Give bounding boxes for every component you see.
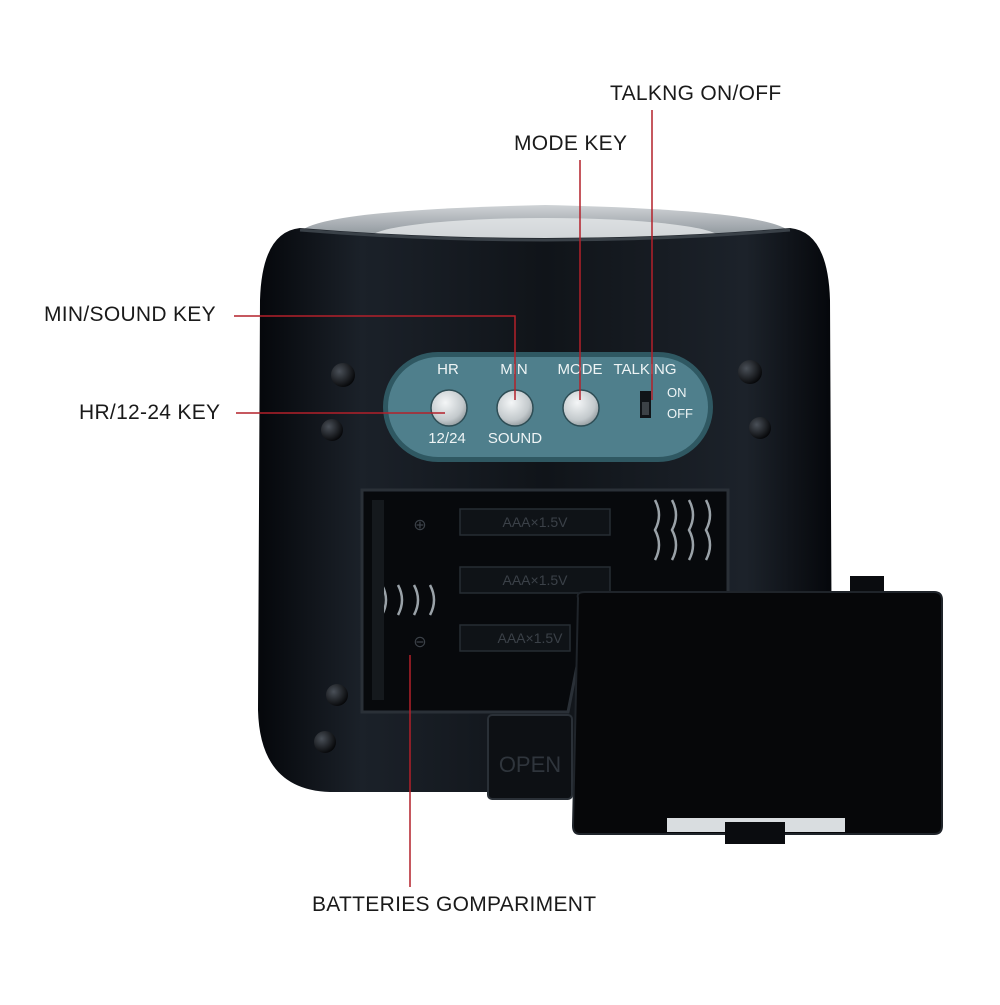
callout-hr-key: HR/12-24 KEY bbox=[79, 401, 221, 424]
battery-slot-label: AAA×1.5V bbox=[498, 630, 564, 646]
latch-label: OPEN bbox=[499, 752, 561, 777]
screw-icon bbox=[314, 731, 336, 753]
battery-contact bbox=[372, 500, 384, 700]
battery-spring-icon bbox=[653, 499, 712, 561]
minus-icon: ⊖ bbox=[413, 634, 426, 651]
callout-battery-compartment: BATTERIES GOMPARIMENT bbox=[312, 893, 597, 916]
panel-label-12-24: 12/24 bbox=[428, 430, 466, 447]
body-rim bbox=[299, 228, 791, 242]
talking-switch-knob[interactable] bbox=[642, 402, 649, 415]
panel-label-on: ON bbox=[667, 385, 687, 400]
screw-icon bbox=[326, 684, 348, 706]
screw-icon bbox=[738, 360, 762, 384]
battery-slot-label: AAA×1.5V bbox=[503, 572, 569, 588]
panel-label-min: MIN bbox=[500, 361, 528, 378]
plus-icon: ⊕ bbox=[413, 517, 426, 534]
cover-clip bbox=[725, 822, 785, 844]
callout-talking-switch: TALKNG ON/OFF bbox=[610, 82, 782, 105]
panel-label-talking: TALKING bbox=[613, 361, 676, 378]
screw-icon bbox=[749, 417, 771, 439]
compartment-latch[interactable] bbox=[487, 714, 573, 800]
screw-icon bbox=[321, 419, 343, 441]
control-panel bbox=[388, 357, 708, 457]
panel-label-sound: SOUND bbox=[488, 430, 542, 447]
battery-slot bbox=[459, 566, 611, 594]
mode-button[interactable] bbox=[562, 389, 600, 427]
battery-slot bbox=[459, 624, 571, 652]
battery-spring-icon bbox=[380, 584, 436, 616]
panel-label-hr: HR bbox=[437, 361, 459, 378]
callout-min-sound-key: MIN/SOUND KEY bbox=[44, 303, 216, 326]
battery-cover[interactable] bbox=[571, 576, 943, 844]
leader-lines bbox=[234, 110, 653, 887]
callout-mode-key: MODE KEY bbox=[514, 132, 628, 155]
battery-slot-label: AAA×1.5V bbox=[503, 514, 569, 530]
leader-line-min bbox=[234, 315, 516, 400]
hr-button[interactable] bbox=[430, 389, 468, 427]
screw-icon bbox=[331, 363, 355, 387]
panel-label-off: OFF bbox=[667, 406, 693, 421]
battery-slot bbox=[459, 508, 611, 536]
battery-compartment: AAA×1.5V AAA×1.5V AAA×1.5V ⊕ ⊖ bbox=[360, 488, 730, 714]
